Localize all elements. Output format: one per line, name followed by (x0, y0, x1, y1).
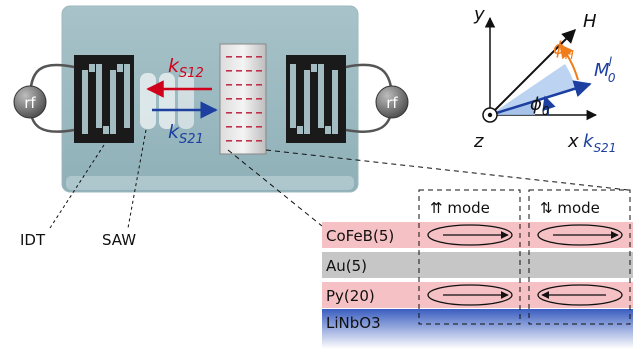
phi-0-label: ϕ0 (530, 94, 550, 118)
layer-label-au: Au(5) (326, 257, 367, 275)
precession-py-antiparallel (537, 284, 623, 306)
m-vector (489, 80, 592, 117)
pad-marker (256, 126, 262, 128)
pad-marker (226, 84, 232, 86)
chip-edge (66, 176, 354, 190)
pad-marker (236, 98, 242, 100)
pad-marker (246, 112, 252, 114)
phi-0-sector (490, 64, 576, 115)
h-label: H (583, 11, 597, 32)
pad-marker (256, 140, 262, 142)
magnetic-pad (219, 43, 267, 155)
layer-au (322, 252, 633, 278)
rf-source-right: rf (375, 85, 409, 119)
saw-wave-ridges (140, 73, 194, 129)
pad-marker (246, 126, 252, 128)
pad-marker (236, 112, 242, 114)
pad-marker (246, 56, 252, 58)
rf-label-right: rf (386, 94, 398, 112)
leader-idt (49, 144, 105, 229)
x-axis-label: x (567, 131, 579, 152)
leader-saw (127, 129, 147, 229)
pad-marker (256, 98, 262, 100)
rf-source-left: rf (13, 85, 47, 119)
idt-left (74, 55, 134, 143)
pad-marker (226, 98, 232, 100)
pad-marker (226, 56, 232, 58)
device-chip: rf rf kS12 kS21 (13, 5, 409, 193)
k-s21-label: kS21 (583, 131, 616, 155)
leader-stack-left (227, 149, 323, 227)
pad-marker (236, 56, 242, 58)
phi-h-label: ϕH (553, 38, 574, 62)
layer-label-py: Py(20) (326, 287, 375, 305)
pad-marker (246, 84, 252, 86)
pad-marker (256, 112, 262, 114)
pad-marker (256, 56, 262, 58)
mode-label-parallel: ⇈ mode (430, 199, 490, 217)
pad-marker (256, 70, 262, 72)
idt-label: IDT (20, 231, 46, 249)
layer-linbo3 (322, 309, 633, 349)
wave-label-s12: kS12 (168, 55, 204, 81)
leader-stack-right (265, 149, 629, 191)
pad-marker (226, 140, 232, 142)
precession-cofeb-antiparallel (537, 224, 623, 246)
layer-label-cofeb: CoFeB(5) (326, 227, 394, 245)
pad-marker (256, 84, 262, 86)
pad-marker (226, 126, 232, 128)
wave-label-s21: kS21 (168, 121, 204, 147)
pad-marker (226, 70, 232, 72)
pad-marker (236, 70, 242, 72)
pad-marker (246, 98, 252, 100)
phi-h-arc (559, 43, 579, 81)
phi-0-arc (542, 95, 556, 116)
idt-right (286, 55, 346, 143)
mode-label-antiparallel: ⇅ mode (540, 199, 600, 217)
layer-stack: CoFeB(5) Au(5) Py(20) LiNbO3 ⇈ mode ⇅ mo… (322, 189, 633, 349)
z-axis-dot (487, 112, 493, 118)
precession-py-parallel (427, 284, 513, 306)
chip-substrate (61, 5, 359, 193)
saw-label: SAW (102, 231, 136, 249)
y-axis-label: y (473, 4, 485, 25)
pad-marker (236, 126, 242, 128)
z-axis-label: z (473, 131, 484, 152)
pad-marker (246, 70, 252, 72)
precession-cofeb-parallel (427, 224, 513, 246)
rf-label-left: rf (24, 94, 36, 112)
pad-marker (236, 84, 242, 86)
layer-label-linbo3: LiNbO3 (326, 314, 381, 332)
pad-marker (236, 140, 242, 142)
pad-marker (226, 112, 232, 114)
pad-marker (246, 140, 252, 142)
